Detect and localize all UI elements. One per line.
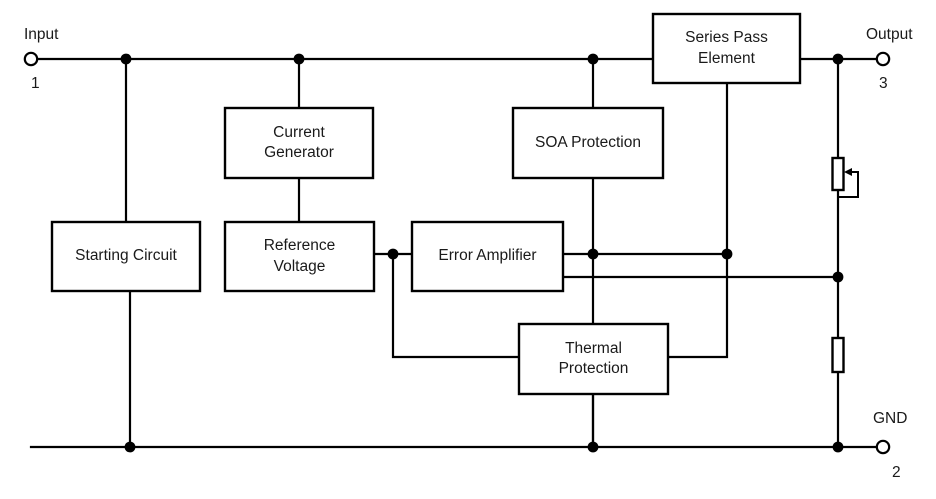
terminal-pin-input: 1 bbox=[31, 75, 40, 92]
junction-dot-input-starting bbox=[120, 53, 132, 65]
junction-dot-gnd-thermal bbox=[587, 441, 599, 453]
junction-dot-feedback-sense bbox=[832, 271, 844, 283]
junction-dot-output bbox=[832, 53, 844, 65]
block-error-amplifier bbox=[410, 220, 565, 293]
terminal-label-input: Input bbox=[24, 26, 59, 43]
junction-dot-input-currentgen bbox=[293, 53, 305, 65]
block-starting-circuit bbox=[50, 220, 202, 293]
block-current-generator bbox=[223, 106, 375, 180]
wire-series-pass-gate-drive bbox=[666, 81, 729, 359]
junction-dot-erroramp-soa bbox=[587, 248, 599, 260]
junction-dot-gate-drive bbox=[721, 248, 733, 260]
block-thermal-protection bbox=[517, 322, 670, 396]
feedback-resistor bbox=[831, 336, 845, 374]
junction-dot-input-soa bbox=[587, 53, 599, 65]
block-soa-protection bbox=[511, 106, 665, 180]
block-reference-voltage bbox=[223, 220, 376, 293]
junction-dot-gnd-divider bbox=[832, 441, 844, 453]
terminal-gnd-pin2 bbox=[875, 439, 891, 455]
terminal-pin-gnd: 2 bbox=[892, 464, 901, 481]
junction-dot-refv-erroramp bbox=[387, 248, 399, 260]
wire-reference-node-to-thermal-protection bbox=[391, 252, 521, 359]
terminal-input-pin1 bbox=[23, 51, 39, 67]
block-series-pass-element bbox=[651, 12, 802, 85]
terminal-output-pin3 bbox=[875, 51, 891, 67]
terminal-label-output: Output bbox=[866, 26, 913, 43]
junction-dot-gnd-starting bbox=[124, 441, 136, 453]
feedback-potentiometer bbox=[831, 156, 859, 198]
terminal-label-gnd: GND bbox=[873, 410, 908, 427]
terminal-pin-output: 3 bbox=[879, 75, 888, 92]
